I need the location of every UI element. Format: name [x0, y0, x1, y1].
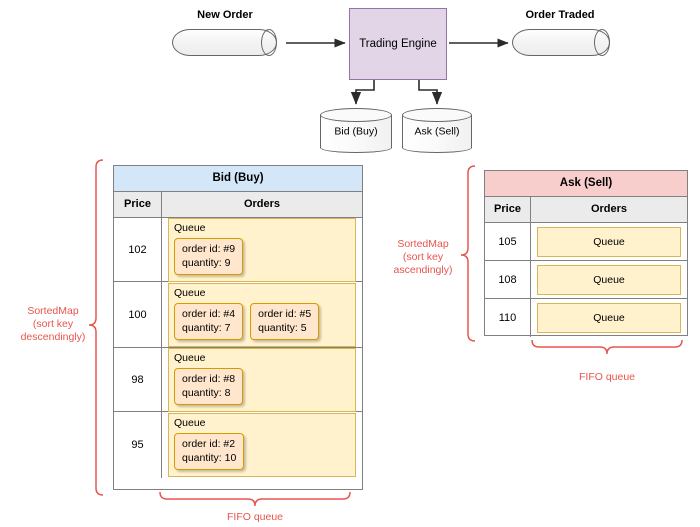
ask-book-column-headers: Price Orders: [485, 197, 687, 223]
bid-row-orders: Queue order id: #4 quantity: 7 order id:…: [162, 282, 362, 347]
ask-col-orders: Orders: [590, 203, 628, 215]
new-order-tube-cap: [261, 29, 277, 56]
queue-box: Queue: [537, 303, 681, 333]
bid-row-orders: Queue order id: #2 quantity: 10: [162, 412, 362, 478]
bracket-bid-fifo: [159, 491, 351, 507]
arrow-engine-to-ask-store: [418, 80, 443, 105]
queue-box: Queue: [537, 264, 681, 295]
order-qty-label: quantity: 5: [258, 321, 307, 334]
queue-label: Queue: [174, 221, 206, 234]
queue-label: Queue: [174, 351, 206, 364]
order-id-label: order id: #9: [182, 242, 236, 255]
ask-store-cylinder: Ask (Sell): [402, 108, 472, 153]
queue-box: Queue order id: #2 quantity: 10: [168, 413, 356, 477]
ask-row-orders: Queue: [531, 299, 687, 337]
bid-store-top: [320, 108, 392, 122]
bid-sortedmap-annotation: SortedMap (sort key descendingly): [20, 305, 86, 343]
bid-row-orders: Queue order id: #8 quantity: 8: [162, 347, 362, 412]
order-qty-label: quantity: 10: [182, 452, 237, 464]
ask-store-top: [402, 108, 472, 122]
order-id-label: order id: #8: [182, 372, 236, 385]
ask-row-price: 105: [485, 223, 531, 260]
table-row[interactable]: 98 Queue order id: #8 quantity: 8: [114, 347, 362, 412]
bid-row-price: 100: [114, 282, 162, 347]
order-card[interactable]: order id: #2 quantity: 10: [174, 433, 245, 470]
queue-box: Queue order id: #8 quantity: 8: [168, 347, 356, 412]
table-row[interactable]: 105 Queue: [485, 223, 687, 261]
table-row[interactable]: 102 Queue order id: #9 quantity: 9: [114, 217, 362, 282]
bracket-ask-fifo: [531, 339, 683, 355]
queue-label: Queue: [174, 286, 206, 299]
order-card[interactable]: order id: #9 quantity: 9: [174, 237, 244, 275]
order-id-label: order id: #5: [258, 307, 312, 320]
order-id-label: order id: #2: [182, 438, 236, 450]
bid-col-orders: Orders: [243, 198, 281, 210]
bid-book-table: Bid (Buy) Price Orders 102 Queue order i…: [113, 165, 363, 490]
order-strip: order id: #2 quantity: 10: [174, 433, 350, 470]
order-strip: order id: #9 quantity: 9: [174, 237, 350, 275]
bid-row-price: 98: [114, 348, 162, 411]
queue-box: Queue: [537, 226, 681, 257]
new-order-label: New Order: [197, 9, 253, 21]
ask-row-price: 108: [485, 261, 531, 298]
ask-book-title: Ask (Sell): [485, 171, 687, 197]
table-row[interactable]: 110 Queue: [485, 299, 687, 337]
bid-book-column-headers: Price Orders: [114, 192, 362, 218]
bid-col-price: Price: [114, 192, 162, 217]
order-strip: order id: #8 quantity: 8: [174, 367, 350, 405]
ask-book-table: Ask (Sell) Price Orders 105 Queue 108 Qu…: [484, 170, 688, 337]
ask-col-price: Price: [485, 197, 531, 222]
ask-row-orders: Queue: [531, 223, 687, 260]
table-row[interactable]: 108 Queue: [485, 261, 687, 299]
trading-engine-label: Trading Engine: [359, 38, 437, 50]
order-id-label: order id: #4: [182, 307, 236, 320]
order-qty-label: quantity: 8: [182, 386, 231, 399]
order-traded-label: Order Traded: [525, 9, 595, 21]
trading-engine-box[interactable]: Trading Engine: [349, 8, 447, 80]
bid-row-price: 95: [114, 412, 162, 478]
ask-row-orders: Queue: [531, 261, 687, 298]
table-row[interactable]: 100 Queue order id: #4 quantity: 7 order…: [114, 282, 362, 348]
queue-box: Queue order id: #9 quantity: 9: [168, 217, 356, 282]
order-card[interactable]: order id: #5 quantity: 5: [250, 302, 320, 340]
ask-row-price: 110: [485, 299, 531, 337]
order-qty-label: quantity: 9: [182, 256, 231, 269]
ask-store-label: Ask (Sell): [414, 125, 460, 138]
order-card[interactable]: order id: #4 quantity: 7: [174, 302, 244, 340]
order-traded-tube: [512, 29, 610, 56]
order-card[interactable]: order id: #8 quantity: 8: [174, 367, 244, 405]
bid-row-price: 102: [114, 218, 162, 281]
order-strip: order id: #4 quantity: 7 order id: #5 qu…: [174, 302, 350, 340]
order-traded-tube-cap: [594, 29, 610, 56]
bid-store-label: Bid (Buy): [334, 125, 378, 138]
bid-store-cylinder: Bid (Buy): [320, 108, 392, 153]
queue-box: Queue order id: #4 quantity: 7 order id:…: [168, 282, 356, 347]
new-order-tube: [172, 29, 277, 56]
order-qty-label: quantity: 7: [182, 321, 231, 334]
bid-row-orders: Queue order id: #9 quantity: 9: [162, 217, 362, 282]
queue-label: Queue: [174, 417, 206, 429]
bid-fifo-annotation: FIFO queue: [226, 511, 284, 523]
arrow-engine-to-bid-store: [350, 80, 375, 105]
table-row[interactable]: 95 Queue order id: #2 quantity: 10: [114, 412, 362, 478]
ask-sortedmap-annotation: SortedMap (sort key ascendingly): [393, 238, 453, 276]
ask-fifo-annotation: FIFO queue: [578, 371, 636, 383]
bid-book-title: Bid (Buy): [114, 166, 362, 192]
